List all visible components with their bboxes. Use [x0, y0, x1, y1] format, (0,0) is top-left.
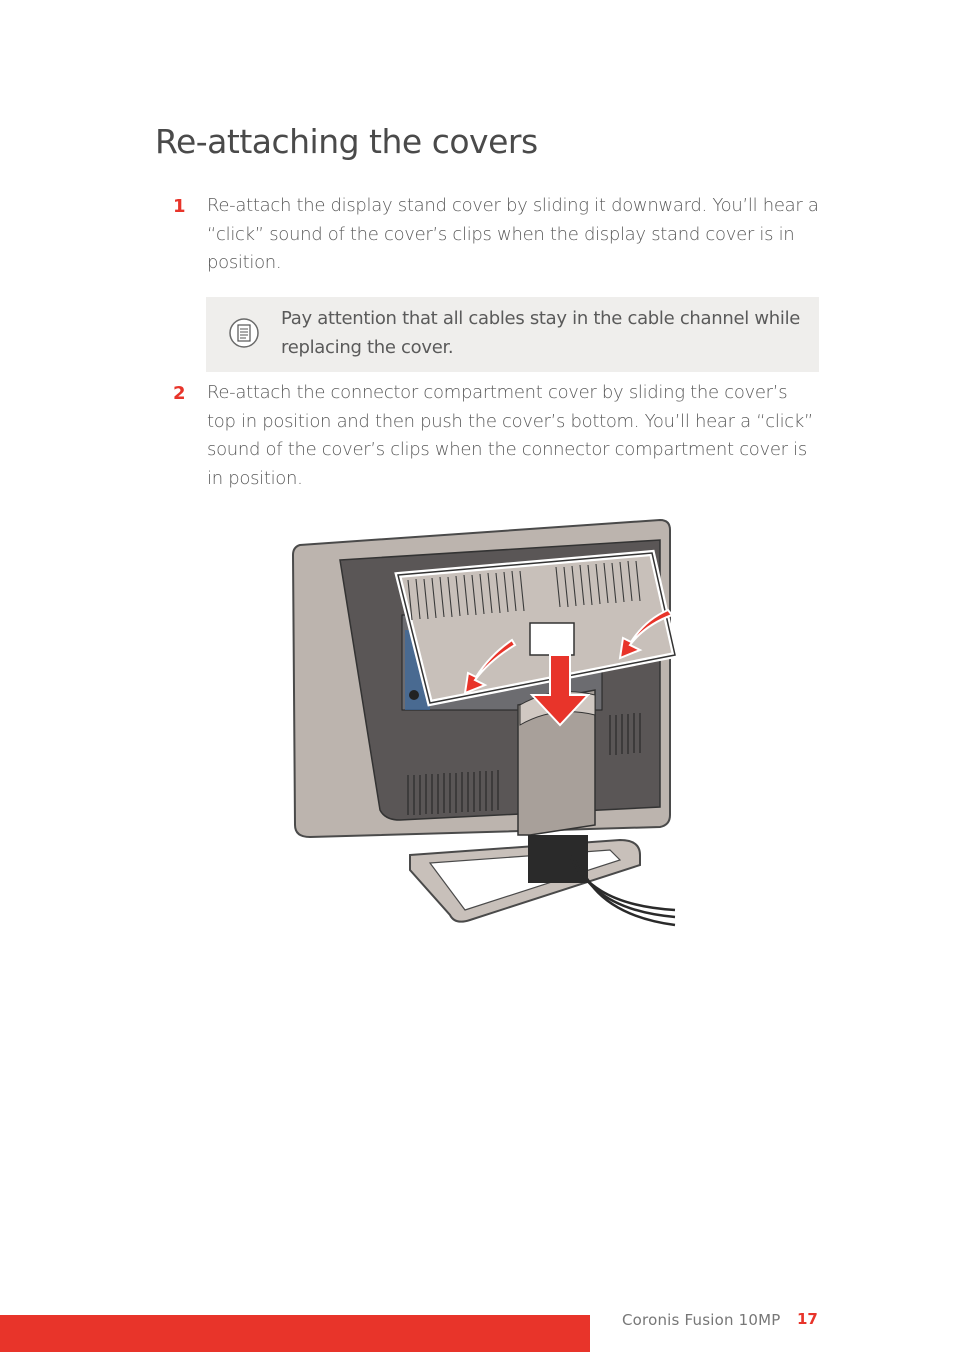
step-text: Re-attach the connector compartment cove…: [207, 382, 814, 489]
footer-page-number: 17: [797, 1310, 818, 1328]
note-text: Pay attention that all cables stay in th…: [281, 308, 801, 358]
note-box: Pay attention that all cables stay in th…: [206, 297, 819, 372]
step-number: 1: [173, 196, 186, 217]
page-title: Re-attaching the covers: [155, 122, 538, 161]
step-text: Re-attach the display stand cover by sli…: [207, 195, 819, 273]
footer-accent-bar: [0, 1315, 590, 1352]
step-number: 2: [173, 383, 186, 404]
footer-product-name: Coronis Fusion 10MP: [622, 1311, 781, 1329]
monitor-rear-covers-illustration: [291, 518, 679, 927]
note-icon: [229, 318, 259, 348]
